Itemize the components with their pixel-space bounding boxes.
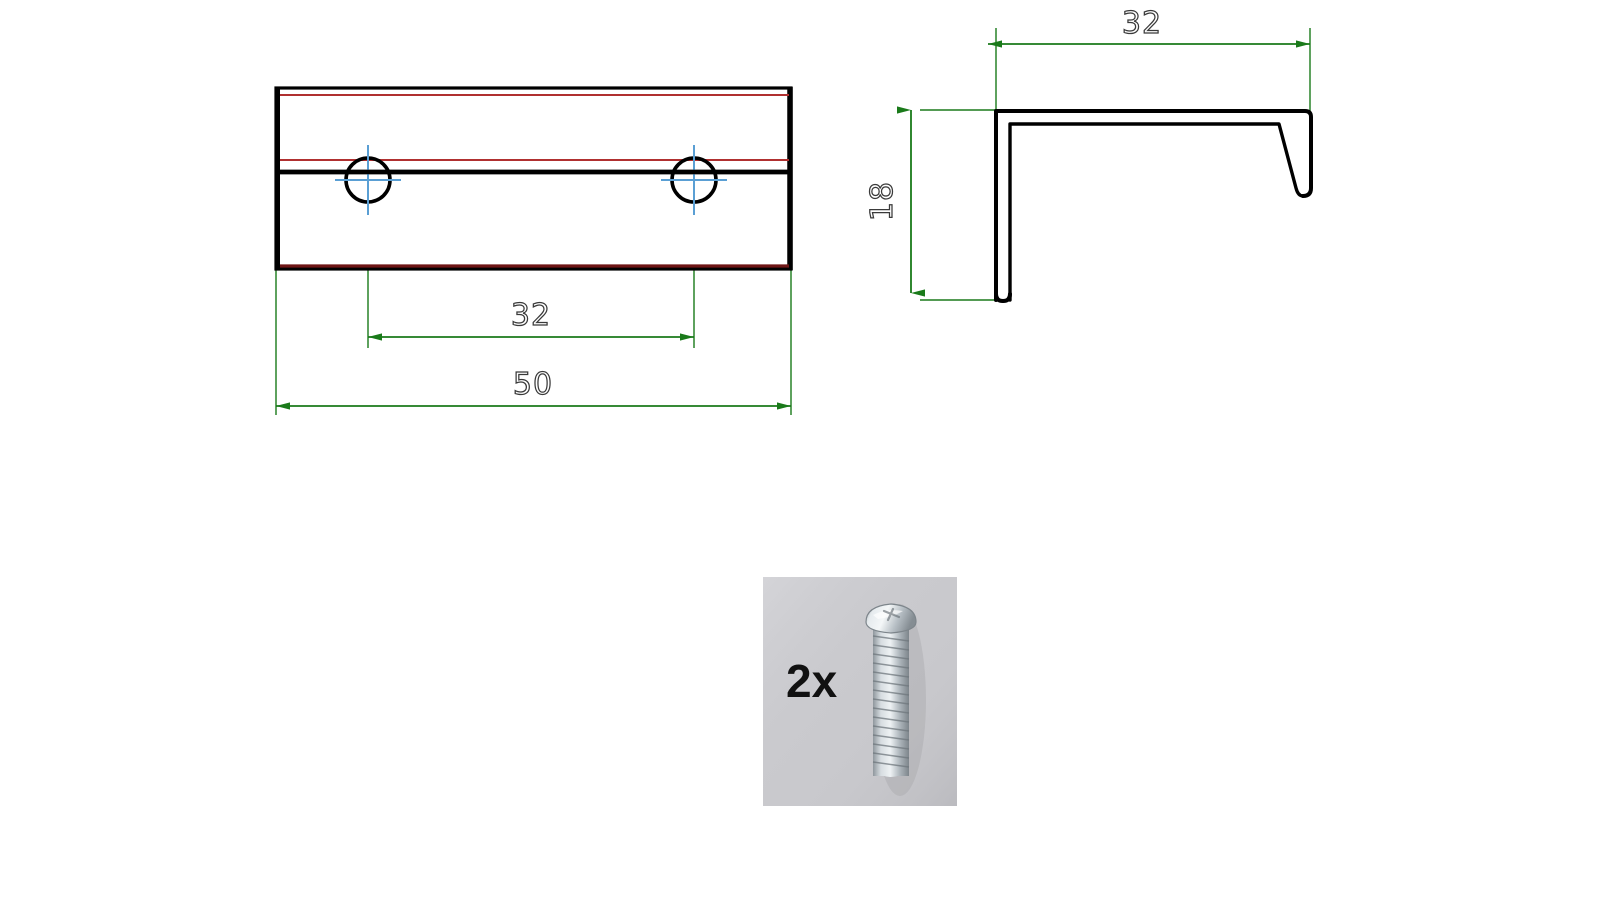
side-extension-lines	[920, 28, 1311, 301]
side-dim-32: 32	[988, 5, 1310, 48]
hole-right	[661, 145, 727, 215]
screw-threads	[872, 635, 910, 768]
side-profile-outline	[994, 109, 1313, 303]
screw-illustration	[865, 603, 926, 796]
hole-left-centerline	[335, 145, 401, 215]
side-profile-inner	[1008, 122, 1305, 302]
side-dim-18-text: 18	[865, 181, 900, 221]
screw-photo: 2x	[763, 577, 957, 806]
front-dim-32-text: 32	[511, 298, 551, 333]
front-dim-50-text: 50	[513, 367, 553, 402]
hole-left	[335, 145, 401, 215]
side-view: 32 18	[864, 5, 1313, 303]
screw-photo-shading	[763, 577, 957, 806]
screw-head	[865, 603, 917, 634]
hole-right-centerline	[661, 145, 727, 215]
front-dim-50: 50	[276, 366, 791, 410]
screw-tip	[873, 760, 909, 777]
screw-head-recess	[882, 607, 901, 622]
side-profile-outer	[994, 109, 1313, 302]
screw-quantity-label: 2x	[786, 655, 838, 707]
screw-head-highlight	[873, 610, 903, 619]
side-leg-bottom-cap	[994, 292, 1012, 303]
front-body-outline	[274, 86, 793, 271]
front-view: 32 50	[274, 86, 793, 415]
front-dim-32: 32	[368, 297, 694, 341]
side-dim-32-text: 32	[1122, 6, 1162, 41]
side-dim-18: 18	[864, 106, 925, 297]
